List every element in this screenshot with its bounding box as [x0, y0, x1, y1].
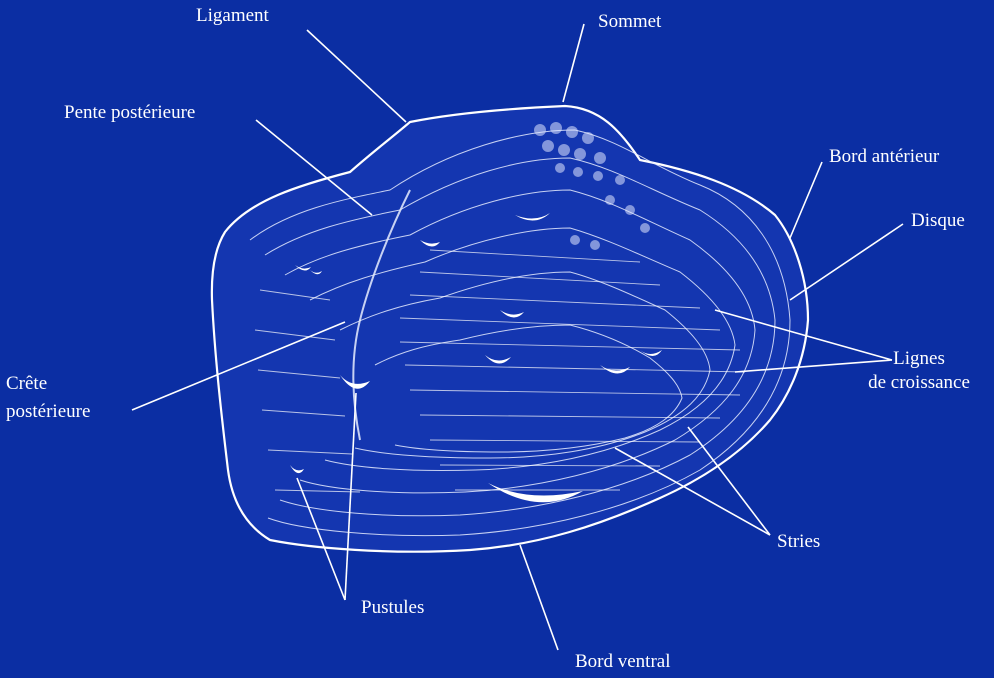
label-crete-posterieure: Crête postérieure [6, 373, 90, 423]
label-sommet: Sommet [598, 11, 661, 33]
leader-bord-ventral [520, 545, 558, 650]
label-ligament: Ligament [196, 5, 269, 27]
label-stries: Stries [777, 531, 820, 553]
label-lignes-line1: Lignes [844, 348, 994, 370]
label-disque: Disque [911, 210, 965, 232]
label-pustules: Pustules [361, 597, 424, 619]
label-crete-line2: postérieure [6, 401, 90, 423]
label-bord-ventral: Bord ventral [575, 651, 671, 673]
label-lignes-line2: de croissance [844, 372, 994, 394]
label-pente-posterieure: Pente postérieure [64, 102, 195, 124]
leader-sommet [563, 24, 584, 102]
label-bord-anterieur: Bord antérieur [829, 146, 939, 168]
leader-bord-anterieur [790, 162, 822, 238]
mussel-shell [212, 106, 808, 552]
shell-outline [212, 106, 808, 552]
label-crete-line1: Crête [6, 373, 90, 395]
label-lignes-de-croissance: Lignes de croissance [844, 348, 994, 394]
leader-ligament [307, 30, 406, 122]
leader-disque [790, 224, 903, 300]
